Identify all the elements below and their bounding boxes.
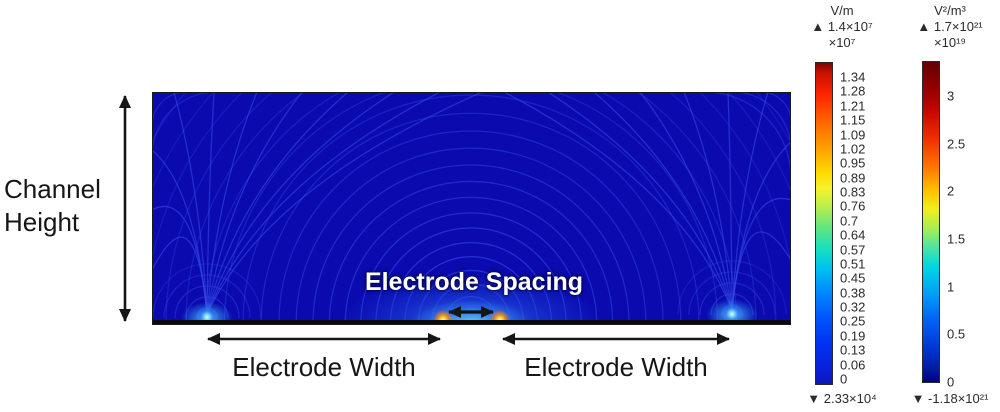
colorbar-efield-unit: V/m <box>830 3 854 18</box>
colorbar-tick: 1.02 <box>840 141 866 157</box>
colorbar-tick: 0.06 <box>840 357 866 373</box>
colorbar-tick: 1.28 <box>840 83 866 99</box>
electrode-spacing-label: Electrode Spacing <box>364 268 584 296</box>
colorbar-tick: 0.89 <box>840 170 866 186</box>
channel-height-label: Channel Height <box>4 174 101 237</box>
colorbar-tick: 0.25 <box>840 313 866 329</box>
colorbar-grad <box>922 61 940 383</box>
colorbar-tick: 0.19 <box>840 328 866 344</box>
edge-singularity-outer-right <box>723 305 741 323</box>
colorbar-tick: 0.13 <box>840 342 866 358</box>
colorbar-tick: 2.5 <box>947 136 966 152</box>
colorbar-grad-unit: V²/m³ <box>934 3 966 18</box>
colorbar-tick: 1.34 <box>840 69 866 85</box>
colorbar-grad-scale: ×10¹⁹ <box>934 35 966 50</box>
colorbar-grad-max: ▲ 1.7×10²¹ <box>917 19 983 34</box>
colorbar-tick: 0.76 <box>840 198 866 214</box>
colorbar-tick: 1.21 <box>840 98 866 114</box>
colorbar-grad-min: ▼ -1.18×10²¹ <box>911 391 989 406</box>
colorbar-tick: 0.64 <box>840 227 866 243</box>
colorbar-grad-header: V²/m³ ▲ 1.7×10²¹ ×10¹⁹ <box>898 3 1000 51</box>
colorbar-tick: 0.38 <box>840 285 866 301</box>
colorbar-efield-header: V/m ▲ 1.4×10⁷ ×10⁷ <box>790 3 894 51</box>
colorbar-tick: 0.83 <box>840 184 866 200</box>
electrode-width-label-left: Electrode Width <box>232 352 416 382</box>
electrode-width-label-right: Electrode Width <box>524 352 708 382</box>
colorbar-tick: 2 <box>947 183 955 199</box>
field-glows <box>181 273 758 324</box>
colorbar-tick: 0.45 <box>840 270 866 286</box>
colorbar-tick: 0.51 <box>840 256 866 272</box>
colorbar-tick: 0.57 <box>840 242 866 258</box>
colorbar-tick: 0 <box>947 374 955 390</box>
colorbar-efield-scale: ×10⁷ <box>828 35 856 50</box>
colorbar-efield-min: ▼ 2.33×10⁴ <box>807 391 877 406</box>
colorbar-tick: 0.7 <box>840 213 859 229</box>
colorbar-tick: 1.09 <box>840 127 866 143</box>
colorbar-tick: 3 <box>947 88 955 104</box>
colorbar-efield-max: ▲ 1.4×10⁷ <box>811 19 873 34</box>
colorbar-tick: 1.15 <box>840 112 866 128</box>
colorbar-tick: 1.5 <box>947 231 966 247</box>
field-plot <box>152 92 791 325</box>
colorbar-tick: 0.5 <box>947 326 966 342</box>
colorbar-tick: 1 <box>947 279 955 295</box>
colorbar-tick: 0 <box>840 371 848 387</box>
colorbar-tick: 0.32 <box>840 299 866 315</box>
colorbar-tick: 0.95 <box>840 155 866 171</box>
electrode-layer <box>153 320 790 324</box>
colorbar-efield <box>815 62 833 385</box>
